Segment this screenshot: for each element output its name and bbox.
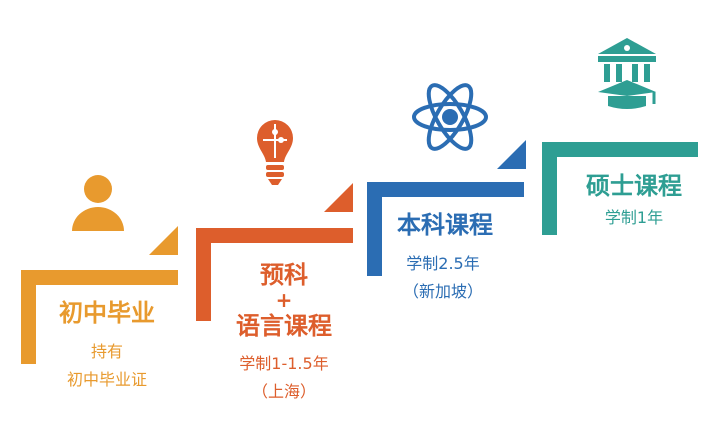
step-bar-vertical	[21, 270, 36, 364]
step-detail: 初中毕业证	[66, 370, 148, 389]
atom-icon	[412, 83, 488, 151]
step-bar-vertical	[367, 182, 382, 276]
step-title: 本科课程	[397, 211, 493, 239]
graduation-building-icon	[598, 38, 656, 109]
step-bar-vertical	[542, 142, 557, 235]
step-title-plus: +	[275, 288, 293, 312]
step-bar-horizontal	[367, 182, 524, 197]
step-title: 预科	[260, 261, 308, 289]
step-title: 硕士课程	[586, 172, 682, 200]
step-detail: 持有	[90, 342, 124, 361]
corner-triangle	[324, 183, 353, 212]
step-bar-horizontal	[196, 228, 353, 243]
step-detail: （上海）	[251, 382, 317, 401]
step-detail: 学制2.5年	[406, 254, 480, 273]
step-bar-horizontal	[21, 270, 178, 285]
step-detail: （新加坡）	[402, 282, 484, 301]
step-bar-vertical	[196, 228, 211, 321]
step-detail: 学制1-1.5年	[239, 354, 329, 373]
corner-triangle	[149, 226, 178, 255]
step-title: 初中毕业	[59, 299, 155, 327]
step-bar-horizontal	[542, 142, 698, 157]
corner-triangle	[497, 140, 526, 169]
lightbulb-puzzle-icon	[257, 120, 293, 185]
step-title: 语言课程	[236, 312, 332, 340]
step-detail: 学制1年	[604, 208, 664, 227]
person-icon	[72, 175, 124, 231]
